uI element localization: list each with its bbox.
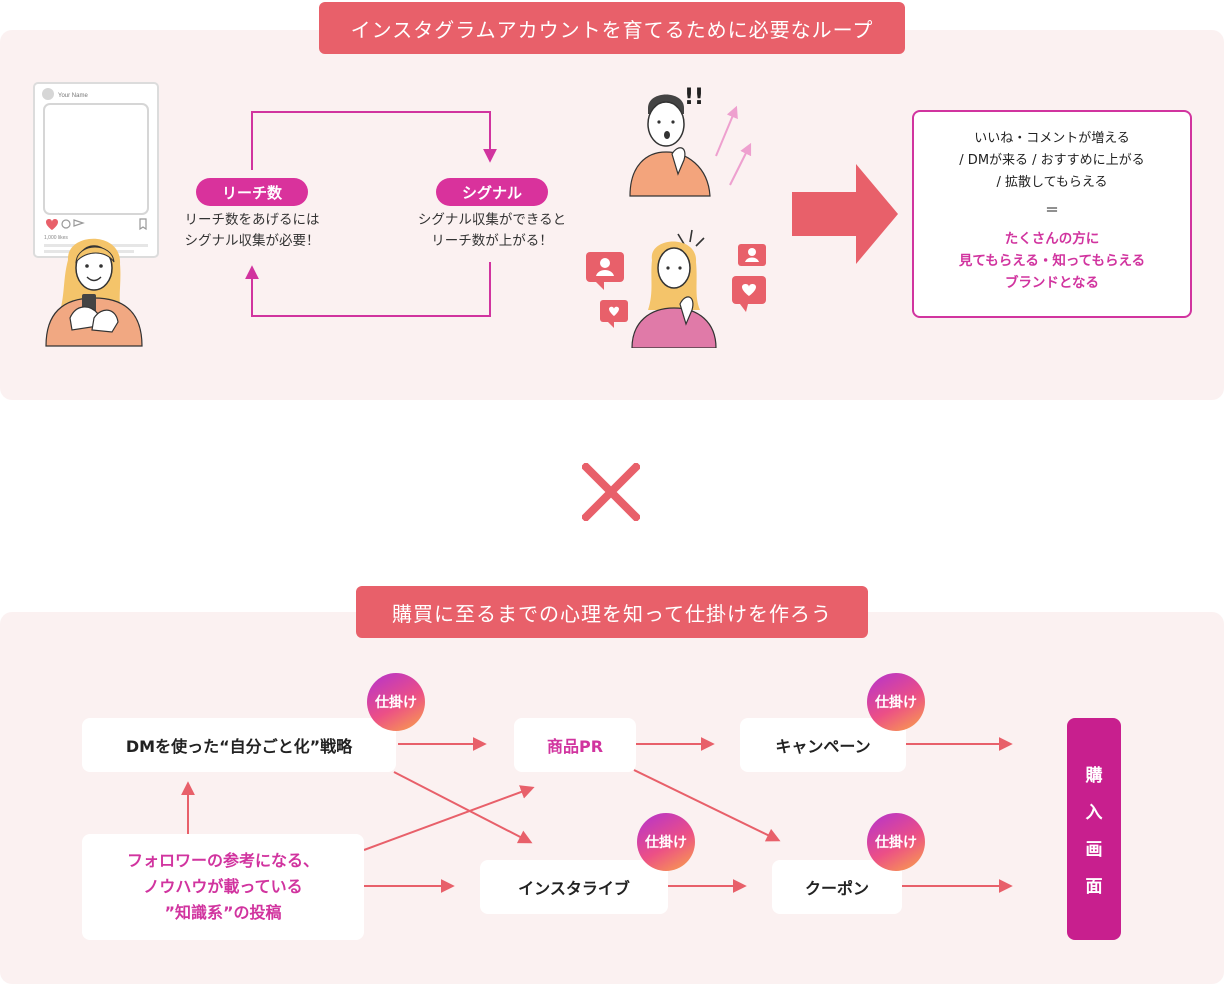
dm-strategy-node: DMを使った“自分ごと化”戦略 <box>82 718 396 772</box>
coupon-node: クーポン <box>772 860 902 914</box>
follower-posts-node: フォロワーの参考になる、 ノウハウが載っている ”知識系”の投稿 <box>82 834 364 940</box>
result-highlight-1: たくさんの方に <box>1004 231 1100 247</box>
bookmark-icon <box>139 218 147 231</box>
curious-woman-illustration <box>586 229 766 348</box>
result-highlight-3: ブランドとなる <box>1004 275 1100 291</box>
exclaim-mark: !! <box>684 85 704 110</box>
rising-arrows <box>715 105 752 186</box>
heart-icon <box>46 219 58 230</box>
insta-live-node: インスタライブ <box>480 860 668 914</box>
result-highlight-2: 見てもらえる・知ってもらえる <box>958 253 1146 269</box>
result-line-1: いいね・コメントが増える <box>974 131 1130 146</box>
multiply-icon <box>582 463 640 521</box>
loop-arrows <box>245 111 497 317</box>
signal-label: シグナル <box>436 178 548 206</box>
reach-caption: リーチ数をあげるには シグナル収集が必要！ <box>184 212 320 249</box>
purchase-screen-box: 購 入 画 面 <box>1067 718 1121 940</box>
result-line-2: / DMが来る / おすすめに上がる <box>959 153 1145 168</box>
trick-badge-live: 仕掛け <box>637 813 695 871</box>
big-right-arrow <box>792 164 898 264</box>
result-line-3: / 拡散してもらえる <box>996 175 1108 190</box>
trick-badge-coupon: 仕掛け <box>867 813 925 871</box>
heart-icon <box>609 306 619 316</box>
trick-badge-dm: 仕掛け <box>367 673 425 731</box>
post-likes: 1,000 likes <box>44 235 68 241</box>
loop-banner: インスタグラムアカウントを育てるために必要なループ <box>319 2 905 54</box>
trick-badge-campaign: 仕掛け <box>867 673 925 731</box>
thinking-man-illustration: !! <box>629 85 711 197</box>
signal-caption: シグナル収集ができると リーチ数が上がる！ <box>417 212 567 249</box>
result-box: いいね・コメントが増える / DMが来る / おすすめに上がる / 拡散してもら… <box>912 110 1192 318</box>
heart-icon <box>742 284 756 296</box>
purchase-banner: 購買に至るまでの心理を知って仕掛けを作ろう <box>356 586 868 638</box>
result-equals: ＝ <box>1045 203 1059 219</box>
reach-label: リーチ数 <box>196 178 308 206</box>
instagram-post-illustration: Your Name 1,000 likes <box>33 82 159 347</box>
post-username: Your Name <box>58 93 88 99</box>
product-pr-node: 商品PR <box>514 718 636 772</box>
flow-arrows <box>181 737 1013 893</box>
user-icon <box>748 248 756 256</box>
campaign-node: キャンペーン <box>740 718 906 772</box>
share-icon <box>73 219 85 227</box>
comment-icon <box>61 219 71 229</box>
user-icon <box>600 258 610 268</box>
